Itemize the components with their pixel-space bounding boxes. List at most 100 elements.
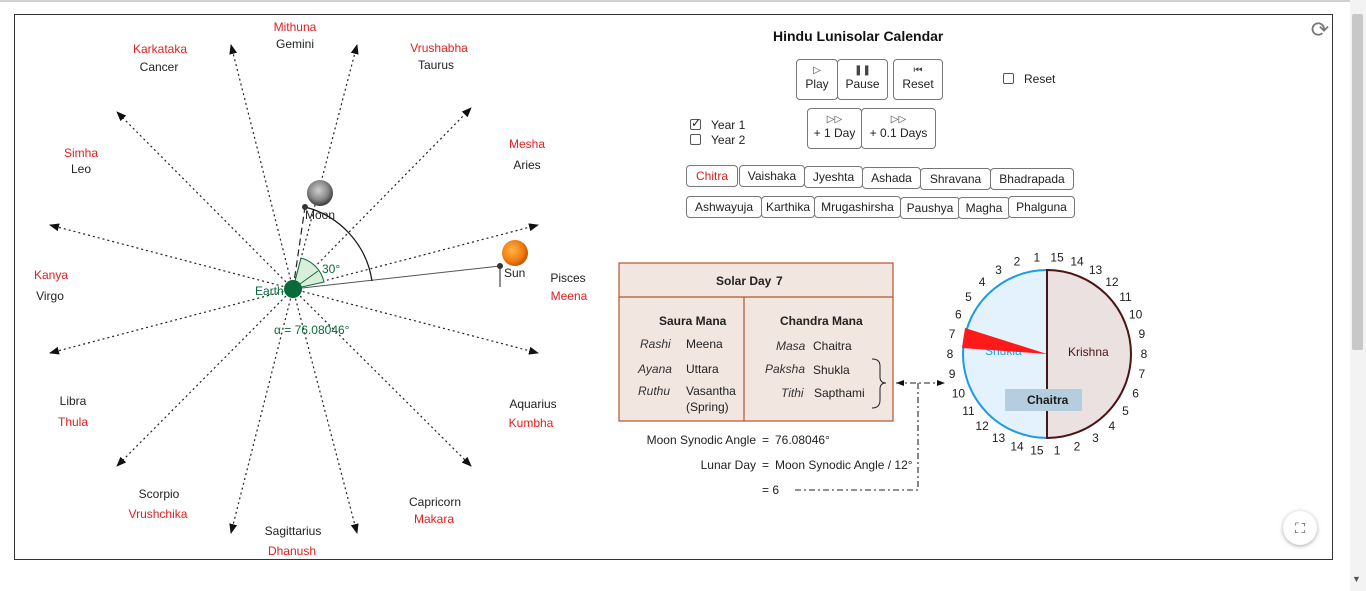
- zodiac-spokes: [49, 44, 539, 534]
- label-vrushabha: Vrushabha: [410, 41, 468, 55]
- earth-sun-line: [292, 265, 501, 290]
- label-sagittarius: Sagittarius: [265, 524, 322, 538]
- ruthu-value-2: (Spring): [686, 400, 729, 414]
- rashi-value: Meena: [686, 337, 723, 351]
- krishna-label: Krishna: [1068, 345, 1109, 359]
- scrollbar-thumb[interactable]: [1352, 14, 1363, 350]
- synodic-value: 76.08046°: [775, 433, 830, 447]
- plus-tenth-day-button[interactable]: ▷▷ + 0.1 Days: [861, 108, 936, 149]
- tithi-number-krishna: 10: [1129, 308, 1143, 322]
- label-cancer: Cancer: [140, 60, 179, 74]
- label-taurus: Taurus: [418, 58, 454, 72]
- month-button-phalguna[interactable]: Phalguna: [1008, 196, 1075, 218]
- tithi-number-shukla: 3: [995, 263, 1002, 277]
- spoke-libra: [116, 288, 294, 467]
- plus-one-day-button[interactable]: ▷▷ + 1 Day: [807, 108, 862, 149]
- ruthu-key: Ruthu: [638, 384, 670, 398]
- info-table: Solar Day 7 Saura Mana Rashi Meena Ayana…: [618, 262, 894, 422]
- solar-day-value: 7: [776, 274, 783, 288]
- earth-label: Earth: [255, 284, 284, 298]
- label-gemini: Gemini: [276, 37, 314, 51]
- moon-icon: [307, 180, 333, 206]
- play-button[interactable]: ▷ Play: [796, 59, 838, 100]
- tithi-number-krishna: 4: [1109, 419, 1116, 433]
- label-kumbha: Kumbha: [509, 416, 554, 430]
- saura-heading: Saura Mana: [659, 314, 727, 328]
- tithi-number-shukla: 1: [1034, 251, 1041, 265]
- label-thula: Thula: [58, 415, 88, 429]
- month-button-chitra[interactable]: Chitra: [686, 165, 738, 187]
- label-leo: Leo: [71, 162, 91, 176]
- paksha-key: Paksha: [765, 362, 805, 376]
- chandra-brace: [871, 358, 887, 409]
- spoke-aquarius: [292, 288, 539, 355]
- tithi-number-krishna: 3: [1092, 431, 1099, 445]
- month-button-bhadrapada[interactable]: Bhadrapada: [990, 168, 1074, 190]
- month-button-mrugashirsha[interactable]: Mrugashirsha: [814, 196, 901, 218]
- synodic-angle-arc: [304, 206, 373, 282]
- lunar-day-result: = 6: [762, 483, 779, 497]
- month-button-ashada[interactable]: Ashada: [862, 167, 921, 189]
- tithi-number-shukla: 9: [949, 367, 956, 381]
- month-button-shravana[interactable]: Shravana: [920, 168, 991, 190]
- tithi-number-shukla: 11: [962, 404, 975, 418]
- month-box: [1005, 389, 1082, 411]
- year2-checkbox[interactable]: [690, 134, 701, 145]
- tithi-number-shukla: 8: [947, 347, 954, 361]
- label-aries: Aries: [513, 158, 540, 172]
- tithi-number-krishna: 11: [1119, 290, 1132, 304]
- month-button-vaishaka[interactable]: Vaishaka: [739, 165, 805, 187]
- scroll-down-arrow-icon[interactable]: ▼: [1352, 574, 1361, 584]
- ayana-key: Ayana: [637, 362, 672, 376]
- month-button-ashwayuja[interactable]: Ashwayuja: [686, 196, 762, 218]
- ayana-value: Uttara: [686, 362, 719, 376]
- spoke-capricorn: [292, 288, 472, 467]
- year1-checkbox[interactable]: [690, 116, 701, 130]
- tithi-number-shukla: 10: [952, 387, 966, 401]
- tithi-number-shukla: 4: [979, 275, 986, 289]
- spoke-scorpio: [229, 288, 294, 534]
- spoke-gemini: [229, 44, 294, 290]
- tithi-number-krishna: 13: [1089, 263, 1103, 277]
- label-meena: Meena: [551, 289, 588, 303]
- year2-label: Year 2: [711, 133, 746, 147]
- skip-back-icon: ⏮: [913, 65, 923, 76]
- earth-moon-line: [292, 206, 306, 290]
- label-virgo: Virgo: [36, 289, 64, 303]
- reset-button[interactable]: ⏮ Reset: [893, 59, 943, 100]
- month-button-karthika[interactable]: Karthika: [761, 196, 815, 218]
- alpha-angle-label: α = 76.08046°: [274, 323, 350, 337]
- tithi-number-shukla: 12: [975, 419, 989, 433]
- angle-sector: [292, 257, 325, 290]
- chandra-heading: Chandra Mana: [780, 314, 863, 328]
- play-icon: ▷: [813, 65, 821, 76]
- tithi-value: Sapthami: [814, 386, 865, 400]
- fullscreen-icon[interactable]: ⛶: [1283, 511, 1317, 545]
- sun-label: Sun: [504, 266, 525, 280]
- synodic-label: Moon Synodic Angle: [647, 433, 757, 447]
- svg-text:=: =: [762, 433, 769, 447]
- month-button-paushya[interactable]: Paushya: [900, 197, 960, 219]
- tithi-number-krishna: 12: [1105, 275, 1119, 289]
- paksha-value: Shukla: [813, 363, 850, 377]
- tithi-number-shukla: 6: [955, 308, 962, 322]
- ruthu-value: Vasantha: [686, 384, 736, 398]
- month-button-magha[interactable]: Magha: [958, 197, 1010, 219]
- refresh-icon[interactable]: ⟳: [1310, 17, 1330, 42]
- sun-icon: [502, 240, 528, 266]
- year1-label: Year 1: [711, 118, 746, 132]
- label-simha: Simha: [64, 146, 98, 160]
- tithi-marker: [962, 328, 1047, 354]
- tithi-number-shukla: 5: [965, 290, 972, 304]
- svg-text:=: =: [762, 458, 769, 472]
- label-mithuna: Mithuna: [274, 20, 317, 34]
- reset-checkbox[interactable]: [1003, 73, 1014, 84]
- tithi-number-shukla: 7: [949, 327, 956, 341]
- tithi-number-shukla: 15: [1030, 444, 1044, 458]
- pause-button[interactable]: ❚❚ Pause: [837, 59, 888, 100]
- spoke-leo: [49, 223, 294, 290]
- label-capricorn: Capricorn: [409, 495, 461, 509]
- lunar-day-expression: Moon Synodic Angle / 12°: [775, 458, 913, 472]
- month-button-jyeshta[interactable]: Jyeshta: [804, 166, 863, 188]
